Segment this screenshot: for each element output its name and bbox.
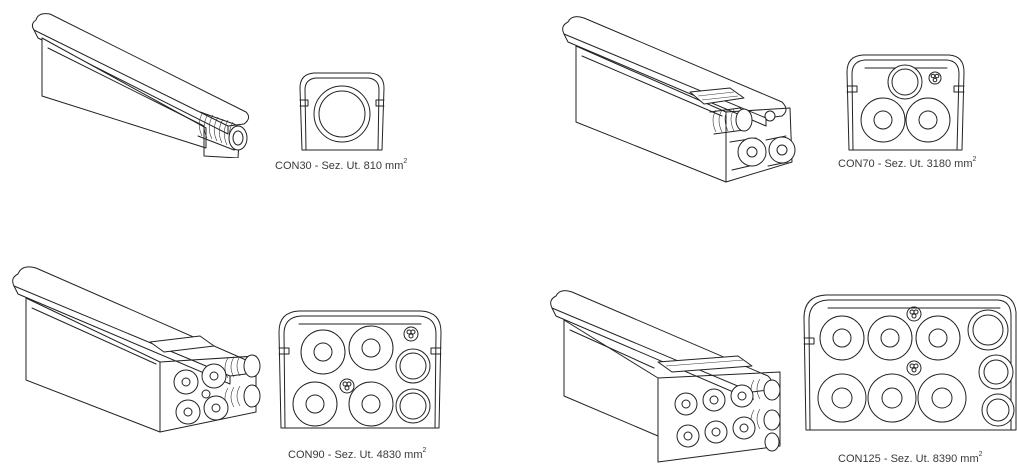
con30-caption: CON30 - Sez. Ut. 810 mm2	[275, 158, 408, 172]
con70-cross-section	[843, 52, 968, 152]
con70-label: CON70 - Sez. Ut. 3180 mm	[838, 158, 973, 170]
con30-duct-perspective	[28, 8, 253, 158]
con125-unit-superscript: 2	[978, 451, 983, 458]
con125-cross-section	[800, 292, 1017, 432]
con125-caption: CON125 - Sez. Ut. 8390 mm2	[838, 451, 983, 465]
con90-label: CON90 - Sez. Ut. 4830 mm	[288, 449, 423, 461]
con125-duct-perspective	[548, 286, 786, 466]
con90-caption: CON90 - Sez. Ut. 4830 mm2	[288, 447, 427, 461]
con70-duct-perspective	[560, 12, 800, 187]
con90-cross-section	[275, 308, 445, 430]
con90-unit-superscript: 2	[422, 447, 427, 454]
con90-duct-perspective	[10, 262, 265, 437]
con70-unit-superscript: 2	[972, 156, 977, 163]
con125-label: CON125 - Sez. Ut. 8390 mm	[838, 453, 979, 465]
con30-unit-superscript: 2	[403, 158, 408, 165]
con30-cross-section	[296, 70, 388, 152]
con70-caption: CON70 - Sez. Ut. 3180 mm2	[838, 156, 977, 170]
con30-label: CON30 - Sez. Ut. 810 mm	[275, 160, 404, 172]
